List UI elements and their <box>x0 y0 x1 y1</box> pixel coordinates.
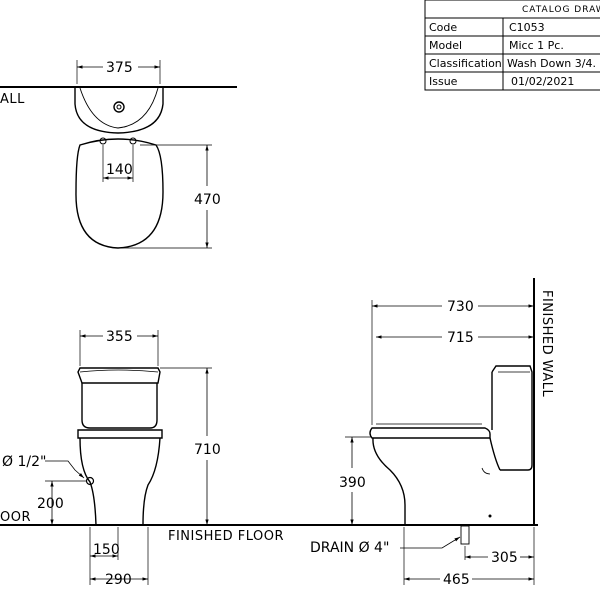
dim-200: 200 <box>37 496 64 512</box>
floor-label-left: OOR <box>0 510 31 525</box>
dim-715: 715 <box>447 330 474 346</box>
supply-valve <box>85 476 95 486</box>
bowl-outline-front <box>79 437 161 526</box>
info-table: CATALOG DRAWI Code C1053 Model Micc 1 Pc… <box>424 0 600 91</box>
tank-outline-side <box>491 365 533 471</box>
dim-710: 710 <box>194 442 221 458</box>
finished-floor-label: FINISHED FLOOR <box>168 529 284 544</box>
dim-375: 375 <box>106 60 133 76</box>
table-value-classification: Wash Down 3/4. <box>507 57 596 70</box>
table-value-model: Micc 1 Pc. <box>509 39 564 52</box>
table-value-issue: 01/02/2021 <box>511 75 574 88</box>
seat-front <box>77 429 163 439</box>
table-value-code: C1053 <box>509 21 545 34</box>
table-header: CATALOG DRAWI <box>522 5 600 15</box>
dim-730: 730 <box>447 299 474 315</box>
top-view: ALL 375 140 470 <box>0 60 237 249</box>
flush-button <box>113 101 125 113</box>
table-label-model: Model <box>429 39 462 52</box>
table-label-classification: Classification <box>429 57 502 70</box>
dim-305: 305 <box>491 550 518 566</box>
seat-side <box>369 427 491 439</box>
table-label-code: Code <box>429 21 457 34</box>
dim-140: 140 <box>106 162 133 178</box>
dim-390: 390 <box>339 475 366 491</box>
dim-290: 290 <box>105 572 132 588</box>
front-view: Ø 1/2" 355 710 200 150 290 <box>2 329 221 588</box>
dim-470: 470 <box>194 192 221 208</box>
drain-label: DRAIN Ø 4" <box>310 540 389 556</box>
tank-outline-front <box>77 367 161 384</box>
supply-label: Ø 1/2" <box>2 454 46 470</box>
side-view: FINISHED WALL DRAIN Ø 4" 730 715 390 <box>310 278 554 588</box>
wall-label: ALL <box>0 92 25 107</box>
tank-outline-top <box>74 88 164 134</box>
bowl-outline-side <box>372 437 501 525</box>
dim-150: 150 <box>93 542 120 558</box>
table-label-issue: Issue <box>429 75 458 88</box>
bowl-outline-top <box>75 138 164 249</box>
finished-wall-label: FINISHED WALL <box>539 290 554 398</box>
dim-355: 355 <box>106 329 133 345</box>
dim-465: 465 <box>443 572 470 588</box>
drain-pipe <box>460 525 470 545</box>
